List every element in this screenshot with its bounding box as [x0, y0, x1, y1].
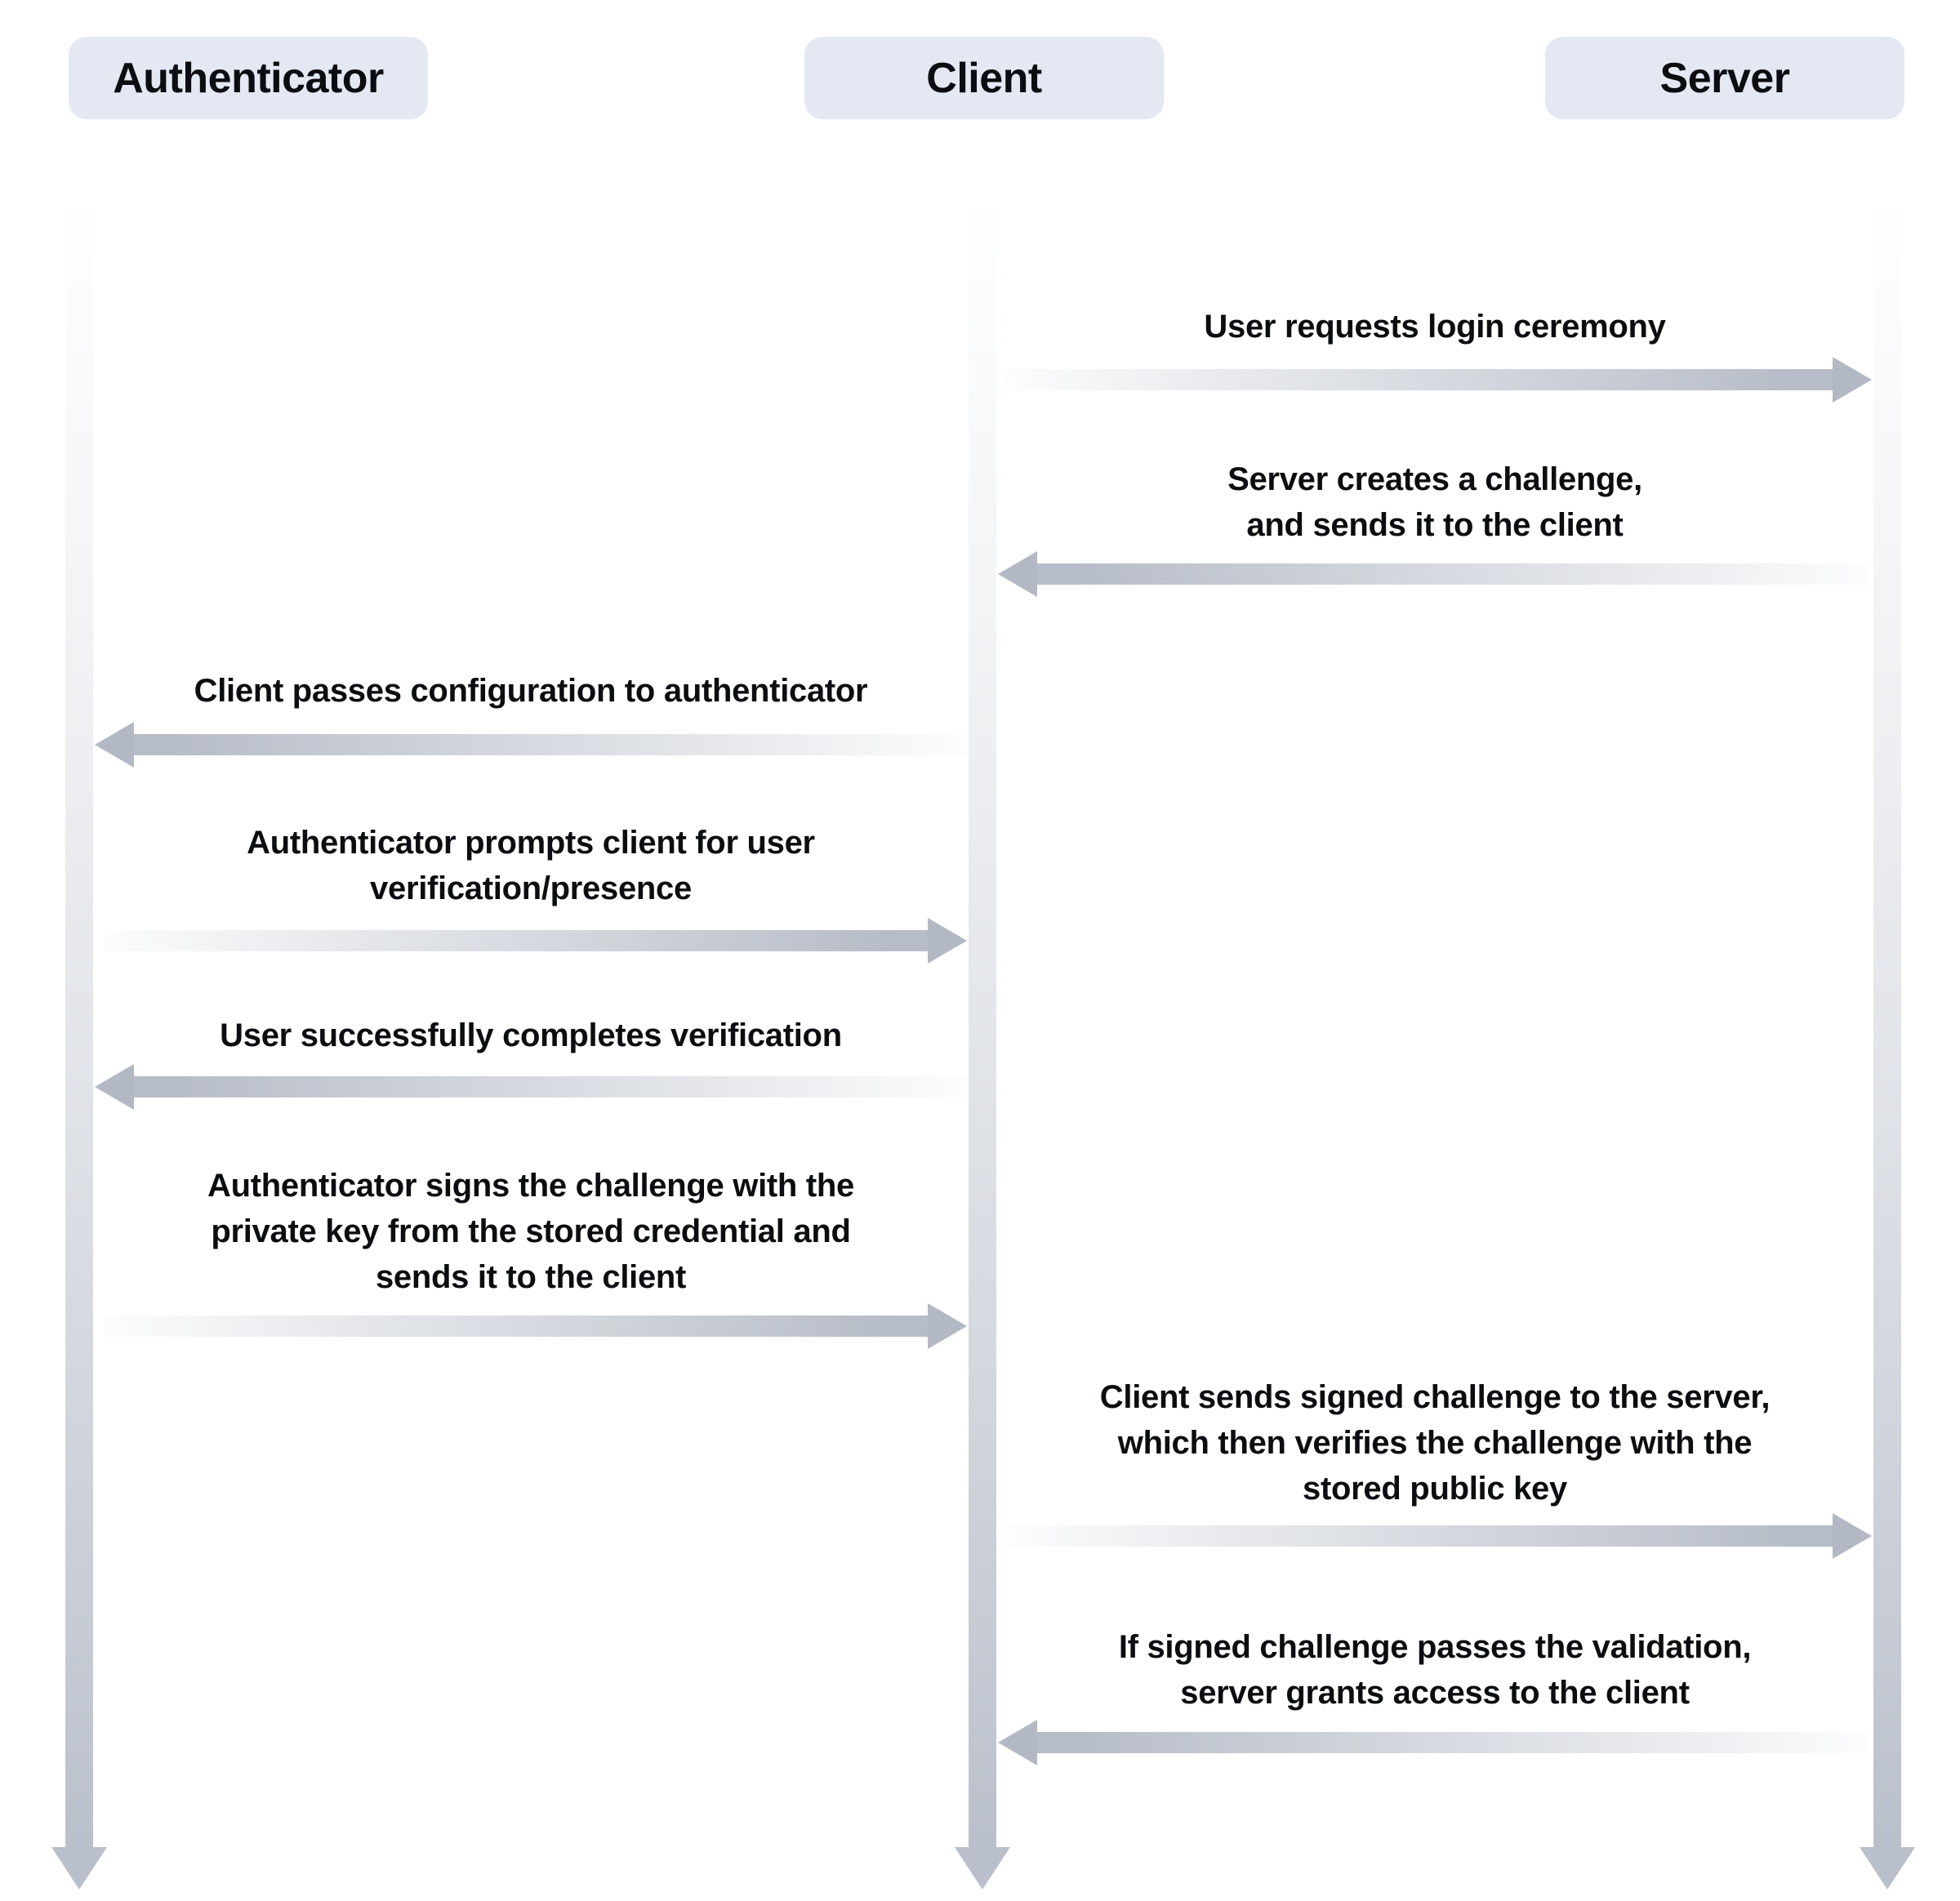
- lifeline-shaft: [969, 196, 996, 1847]
- actor-header-client: Client: [804, 37, 1164, 119]
- arrow-shaft: [1006, 1525, 1833, 1547]
- lifeline-shaft: [1873, 196, 1901, 1847]
- message-label-1: User requests login ceremony: [1204, 309, 1666, 345]
- message-arrow-3-client-to-authenticator: [95, 722, 967, 768]
- arrow-right-icon: [928, 918, 967, 964]
- message-arrow-8-server-to-client: [998, 1720, 1870, 1765]
- arrow-shaft: [134, 734, 967, 755]
- actor-header-authenticator: Authenticator: [69, 37, 428, 119]
- arrow-left-icon: [95, 1064, 134, 1110]
- arrow-shaft: [103, 1316, 928, 1337]
- message-arrow-6-authenticator-to-client: [103, 1303, 967, 1349]
- message-arrow-1-client-to-server: [1006, 357, 1872, 403]
- arrow-right-icon: [1833, 1513, 1872, 1559]
- message-label-3: Client passes configuration to authentic…: [194, 673, 868, 709]
- arrow-shaft: [1037, 1732, 1870, 1753]
- message-label-8: If signed challenge passes the validatio…: [1118, 1629, 1752, 1711]
- actor-label-client: Client: [926, 54, 1042, 102]
- message-label-2: Server creates a challenge, and sends it…: [1227, 461, 1642, 543]
- arrow-right-icon: [928, 1303, 967, 1349]
- message-arrow-7-client-to-server: [1006, 1513, 1872, 1559]
- lifeline-shaft: [65, 196, 93, 1847]
- message-label-5: User successfully completes verification: [220, 1017, 842, 1053]
- arrow-left-icon: [95, 722, 134, 768]
- actor-header-server: Server: [1545, 37, 1904, 119]
- message-arrow-4-authenticator-to-client: [103, 918, 967, 964]
- message-label-7: Client sends signed challenge to the ser…: [1099, 1379, 1771, 1507]
- message-label-6: Authenticator signs the challenge with t…: [207, 1168, 854, 1295]
- message-arrow-2-server-to-client: [998, 551, 1870, 597]
- actor-label-authenticator: Authenticator: [113, 54, 384, 102]
- arrow-left-icon: [998, 551, 1037, 597]
- arrow-down-icon: [955, 1847, 1010, 1890]
- arrow-shaft: [1006, 369, 1833, 390]
- arrow-right-icon: [1833, 357, 1872, 403]
- actor-label-server: Server: [1659, 54, 1790, 102]
- arrow-shaft: [1037, 563, 1870, 585]
- arrow-shaft: [134, 1076, 967, 1097]
- arrow-shaft: [103, 930, 928, 951]
- message-arrow-5-client-to-authenticator: [95, 1064, 967, 1110]
- message-label-4: Authenticator prompts client for user ve…: [247, 825, 815, 906]
- arrow-down-icon: [51, 1847, 107, 1890]
- arrow-down-icon: [1860, 1847, 1915, 1890]
- arrow-left-icon: [998, 1720, 1037, 1765]
